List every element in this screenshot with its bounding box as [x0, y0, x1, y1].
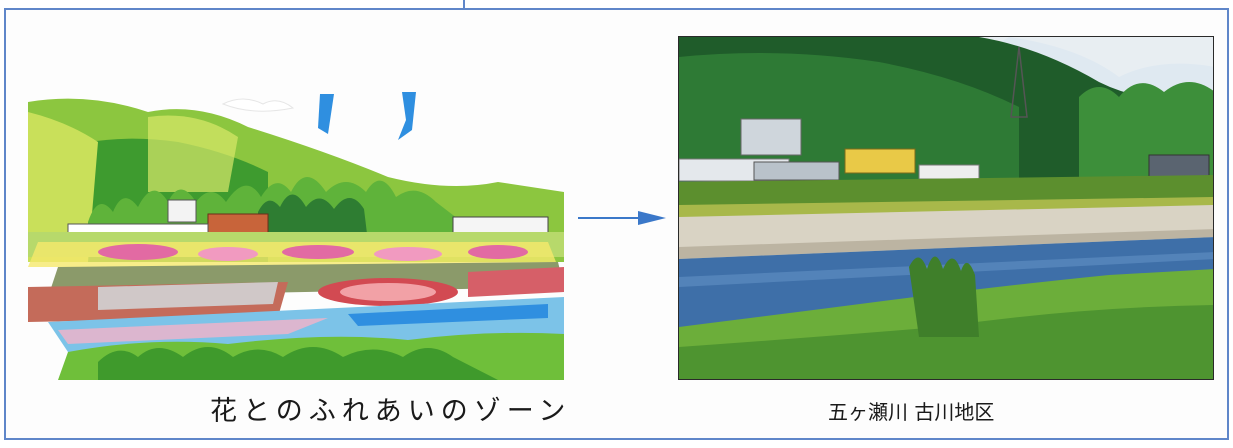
river-embankment-photo [678, 36, 1214, 380]
zone-title-caption: 花とのふれあいのゾーン [210, 396, 572, 427]
right-arrow-icon [578, 210, 668, 226]
frame-top-tick [463, 0, 465, 12]
location-caption: 五ヶ瀬川 古川地区 [828, 400, 995, 424]
concept-sketch-image [28, 82, 564, 380]
